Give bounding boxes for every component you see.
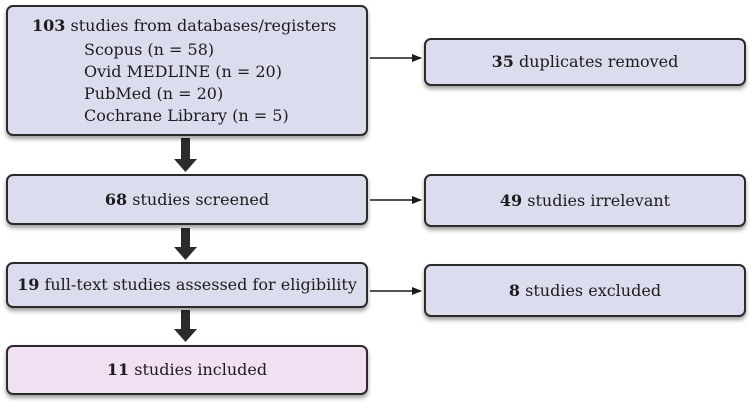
eligibility-box: 19 full-text studies assessed for eligib…	[6, 262, 368, 308]
duplicates-label: duplicates removed	[518, 52, 679, 71]
duplicates-box: 35 duplicates removed	[424, 38, 746, 86]
eligibility-count: 19	[17, 275, 40, 294]
identification-heading: 103 studies from databases/registers	[32, 15, 336, 37]
thick-arrow-to-included	[174, 310, 197, 342]
excluded-label: studies excluded	[525, 280, 662, 300]
included-count: 11	[106, 360, 130, 379]
included-box: 11 studies included	[6, 345, 368, 395]
excluded-count: 8	[508, 280, 521, 300]
irrelevant-label: studies irrelevant	[527, 190, 671, 210]
source-scopus: Scopus (n = 58)	[84, 40, 215, 59]
identification-count: 103	[32, 16, 66, 35]
irrelevant-count: 49	[499, 190, 523, 210]
thick-arrow-to-eligibility	[174, 228, 197, 260]
screening-label: studies screened	[132, 189, 270, 209]
source-cochrane: Cochrane Library (n = 5)	[84, 106, 289, 125]
irrelevant-box: 49 studies irrelevant	[424, 174, 746, 227]
source-pubmed: PubMed (n = 20)	[84, 84, 224, 103]
identification-box: 103 studies from databases/registers Sco…	[6, 5, 368, 136]
duplicates-count: 35	[491, 52, 514, 71]
included-label: studies included	[134, 360, 268, 379]
screening-count: 68	[104, 189, 128, 209]
screening-box: 68 studies screened	[6, 174, 368, 225]
excluded-box: 8 studies excluded	[424, 264, 746, 317]
source-list: Scopus (n = 58) Ovid MEDLINE (n = 20) Pu…	[84, 39, 289, 127]
thick-arrow-to-screening	[174, 138, 197, 172]
eligibility-label: full-text studies assessed for eligibili…	[44, 275, 357, 294]
identification-label: studies from databases/registers	[70, 16, 337, 35]
source-ovid-medline: Ovid MEDLINE (n = 20)	[84, 62, 282, 81]
